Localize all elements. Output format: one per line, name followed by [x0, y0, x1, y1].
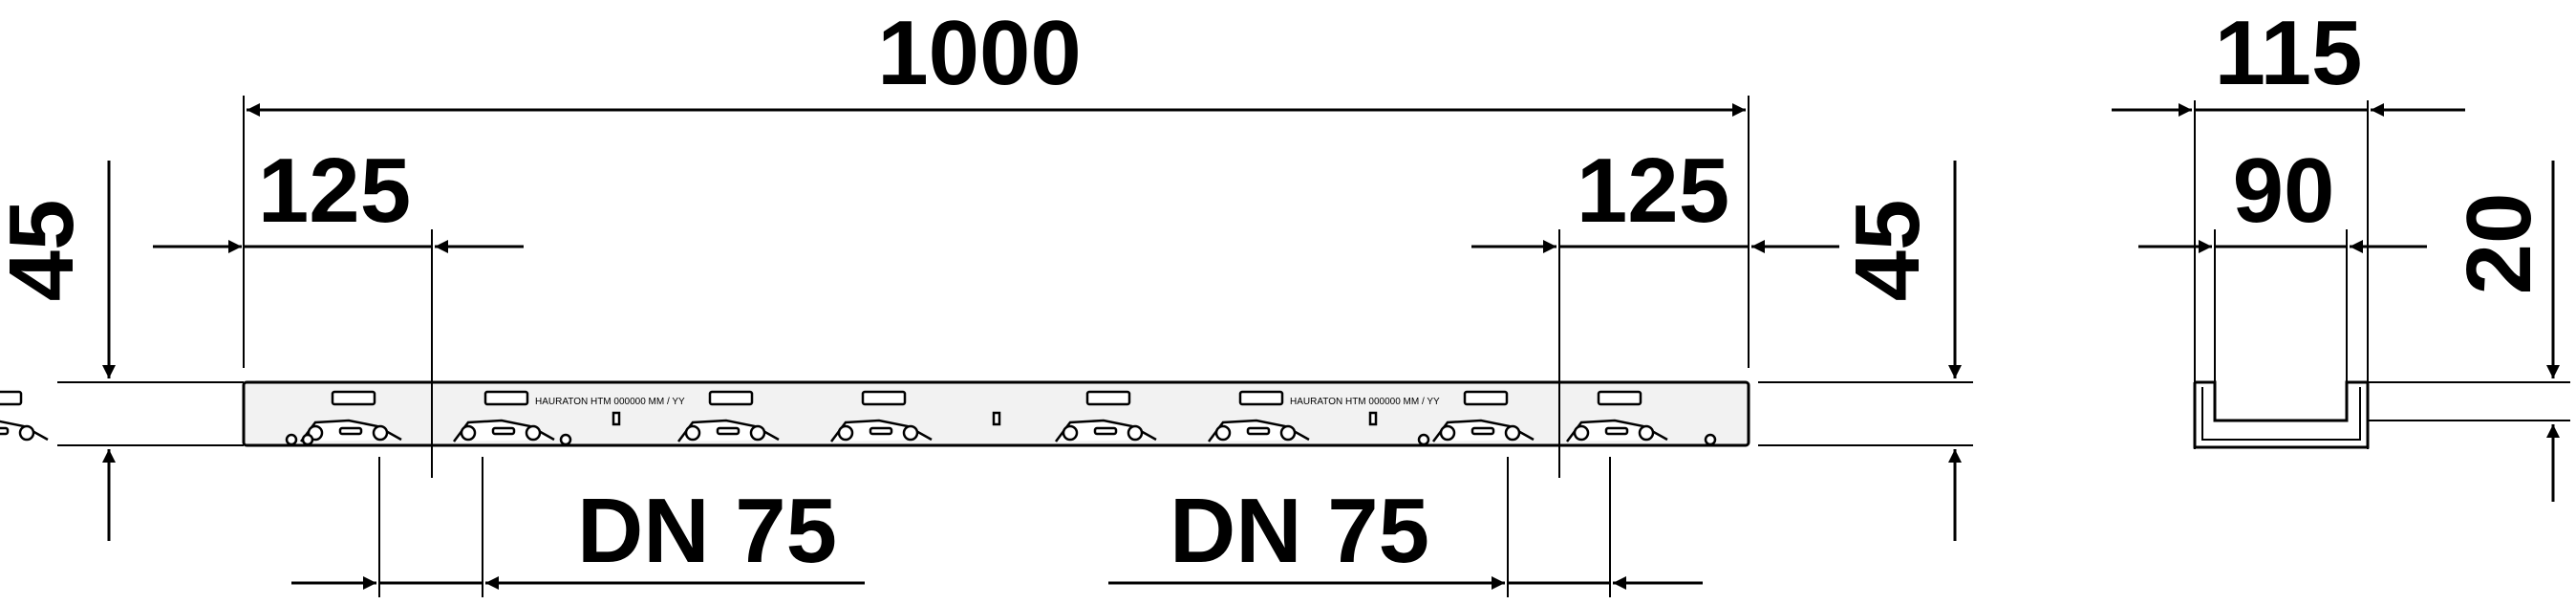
section-width-label: 115 — [2215, 2, 2363, 104]
outlet-left-label: DN 75 — [577, 480, 837, 582]
left-offset-label: 125 — [258, 140, 411, 242]
dimension-right-offset: 125 — [1471, 140, 1839, 478]
dimension-outlet-right: DN 75 — [1108, 457, 1703, 597]
left-height-label: 45 — [0, 200, 93, 302]
dimension-section-inner-width: 90 — [2138, 140, 2427, 253]
section-inner-width-label: 90 — [2233, 140, 2335, 242]
dimension-left-height: 45 — [0, 161, 244, 541]
dimension-section-width: 115 — [2112, 2, 2465, 117]
right-offset-label: 125 — [1577, 140, 1729, 242]
dimension-section-depth: 20 — [2368, 161, 2570, 502]
section-depth-label: 20 — [2448, 193, 2550, 295]
outlet-right-label: DN 75 — [1170, 480, 1429, 582]
dimension-total-length: 1000 — [243, 2, 1750, 368]
dimension-outlet-left: DN 75 — [291, 457, 865, 597]
stamp-right: HAURATON HTM 000000 MM / YY — [1290, 397, 1440, 407]
cross-section — [2193, 100, 2370, 449]
dimension-right-height: 45 — [1758, 161, 1973, 541]
stamp-left: HAURATON HTM 000000 MM / YY — [535, 397, 685, 407]
dimension-left-offset: 125 — [153, 140, 524, 478]
total-length-label: 1000 — [877, 2, 1082, 104]
right-height-label: 45 — [1836, 200, 1939, 302]
channel-features: HAURATON HTM 000000 MM / YY HAURATON HTM… — [0, 390, 1717, 446]
